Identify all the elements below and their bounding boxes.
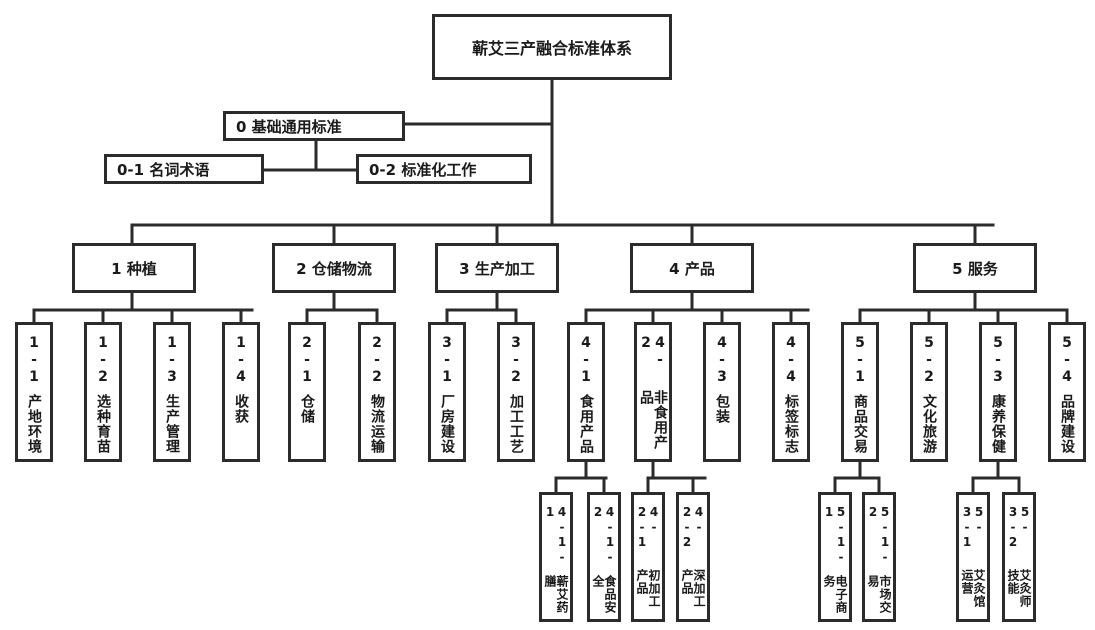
sub-item-code: 5-3-1 bbox=[960, 505, 986, 550]
sub-item-name: 市场交易 bbox=[866, 574, 892, 614]
item-node: 1-1 产地环境 bbox=[15, 322, 53, 462]
item-name: 加工工艺 bbox=[508, 394, 524, 454]
sub-item-code: 4-2-2 bbox=[680, 505, 706, 550]
category-label: 2 仓储物流 bbox=[296, 259, 372, 278]
item-node: 1-4 收获 bbox=[222, 322, 260, 462]
item-code: 4-3 bbox=[714, 335, 730, 386]
item-code: 1-1 bbox=[26, 335, 42, 386]
item-node: 2-2 物流运输 bbox=[358, 322, 396, 462]
sub-item-code: 4-2-1 bbox=[635, 505, 661, 550]
item-code: 1-2 bbox=[95, 335, 111, 386]
category-label: 3 生产加工 bbox=[459, 259, 535, 278]
item-code: 1-3 bbox=[164, 335, 180, 386]
category-node: 3 生产加工 bbox=[435, 243, 559, 293]
sub-item-name: 食品安全 bbox=[591, 574, 617, 614]
sub-item-code: 5-1-2 bbox=[866, 505, 892, 565]
sub-item-node: 5-3-2 艾灸师技能 bbox=[1002, 492, 1036, 622]
sub-item-name: 艾灸馆运营 bbox=[960, 568, 986, 608]
root-label: 蕲艾三产融合标准体系 bbox=[471, 39, 632, 58]
item-name: 物流运输 bbox=[369, 394, 385, 454]
root-node: 蕲艾三产融合标准体系 bbox=[432, 14, 672, 80]
item-code: 4-2 bbox=[638, 335, 668, 369]
item-name: 食用产品 bbox=[578, 394, 594, 454]
item-code: 4-4 bbox=[783, 335, 799, 386]
item-name: 仓储 bbox=[299, 394, 315, 424]
item-code: 5-3 bbox=[990, 335, 1006, 386]
item-name: 生产管理 bbox=[164, 394, 180, 454]
item-name: 品牌建设 bbox=[1059, 394, 1075, 454]
item-code: 3-2 bbox=[508, 335, 524, 386]
item-name: 文化旅游 bbox=[921, 394, 937, 454]
item-code: 5-4 bbox=[1059, 335, 1075, 386]
sub-item-node: 5-3-1 艾灸馆运营 bbox=[956, 492, 990, 622]
item-node: 5-4 品牌建设 bbox=[1048, 322, 1086, 462]
sub-item-name: 初加工产品 bbox=[635, 568, 661, 608]
item-code: 5-2 bbox=[921, 335, 937, 386]
sub-item-name: 电子商务 bbox=[822, 574, 848, 614]
item-name: 厂房建设 bbox=[439, 394, 455, 454]
sub-item-node: 4-2-1 初加工产品 bbox=[631, 492, 665, 622]
item-code: 5-1 bbox=[852, 335, 868, 386]
basic-standard-node: 0 基础通用标准 bbox=[223, 111, 405, 141]
sub-item-node: 5-1-2 市场交易 bbox=[862, 492, 896, 622]
sub-item-code: 5-3-2 bbox=[1006, 505, 1032, 550]
item-code: 3-1 bbox=[439, 335, 455, 386]
item-node: 1-3 生产管理 bbox=[153, 322, 191, 462]
category-node: 2 仓储物流 bbox=[272, 243, 396, 293]
item-code: 2-2 bbox=[369, 335, 385, 386]
sub-item-name: 艾灸师技能 bbox=[1006, 568, 1032, 608]
category-node: 5 服务 bbox=[913, 243, 1037, 293]
sub-item-node: 5-1-1 电子商务 bbox=[818, 492, 852, 622]
category-label: 4 产品 bbox=[669, 259, 715, 278]
category-label: 1 种植 bbox=[111, 259, 157, 278]
sub-item-code: 4-1-1 bbox=[543, 505, 569, 565]
item-node: 5-2 文化旅游 bbox=[910, 322, 948, 462]
item-name: 非食用产品 bbox=[638, 389, 668, 450]
item-node: 3-2 加工工艺 bbox=[497, 322, 535, 462]
basic-child-node: 0-1 名词术语 bbox=[104, 154, 264, 184]
basic-child-label: 0-1 名词术语 bbox=[117, 160, 210, 179]
category-node: 4 产品 bbox=[630, 243, 754, 293]
item-node: 4-1 食用产品 bbox=[567, 322, 605, 462]
item-node: 5-3 康养保健 bbox=[979, 322, 1017, 462]
category-label: 5 服务 bbox=[952, 259, 998, 278]
item-name: 标签标志 bbox=[783, 394, 799, 454]
sub-item-node: 4-1-2 食品安全 bbox=[587, 492, 621, 622]
item-code: 2-1 bbox=[299, 335, 315, 386]
sub-item-node: 4-1-1 蕲艾药膳 bbox=[539, 492, 573, 622]
item-name: 包装 bbox=[714, 394, 730, 424]
item-node: 2-1 仓储 bbox=[288, 322, 326, 462]
item-code: 4-1 bbox=[578, 335, 594, 386]
sub-item-node: 4-2-2 深加工产品 bbox=[676, 492, 710, 622]
item-name: 商品交易 bbox=[852, 394, 868, 454]
category-node: 1 种植 bbox=[72, 243, 196, 293]
item-node: 3-1 厂房建设 bbox=[428, 322, 466, 462]
sub-item-name: 蕲艾药膳 bbox=[543, 574, 569, 614]
basic-standard-label: 0 基础通用标准 bbox=[236, 117, 342, 136]
item-node: 1-2 选种育苗 bbox=[84, 322, 122, 462]
sub-item-code: 4-1-2 bbox=[591, 505, 617, 565]
basic-child-node: 0-2 标准化工作 bbox=[356, 154, 532, 184]
item-node: 4-4 标签标志 bbox=[772, 322, 810, 462]
item-name: 选种育苗 bbox=[95, 394, 111, 454]
item-name: 收获 bbox=[233, 394, 249, 424]
sub-item-name: 深加工产品 bbox=[680, 568, 706, 608]
sub-item-code: 5-1-1 bbox=[822, 505, 848, 565]
item-name: 康养保健 bbox=[990, 394, 1006, 454]
item-node: 4-2 非食用产品 bbox=[634, 322, 672, 462]
item-node: 4-3 包装 bbox=[703, 322, 741, 462]
basic-child-label: 0-2 标准化工作 bbox=[369, 160, 477, 179]
item-code: 1-4 bbox=[233, 335, 249, 386]
item-name: 产地环境 bbox=[26, 394, 42, 454]
item-node: 5-1 商品交易 bbox=[841, 322, 879, 462]
